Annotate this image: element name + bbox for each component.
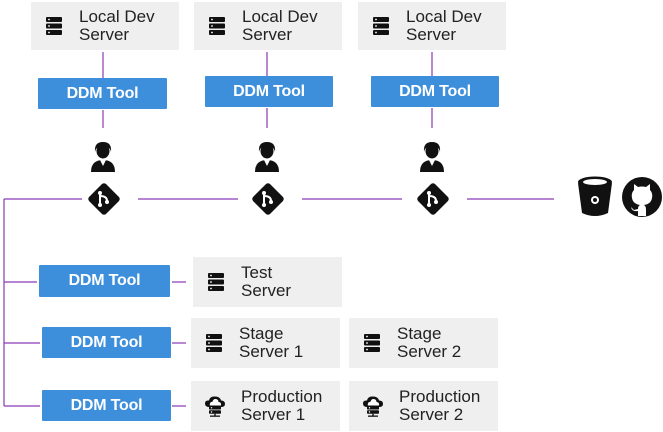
server-label-line1: Test bbox=[241, 263, 273, 282]
server-icon bbox=[373, 17, 389, 35]
server-label-line2: Server 2 bbox=[397, 342, 462, 361]
server-icon bbox=[364, 334, 380, 352]
ddm-tool-dev-1: DDM Tool bbox=[38, 78, 167, 109]
user-icon bbox=[91, 142, 115, 172]
server-icon bbox=[46, 17, 62, 35]
git-icon bbox=[417, 183, 449, 215]
server-label-line2: Server 2 bbox=[399, 405, 464, 424]
ddm-tool-stage: DDM Tool bbox=[42, 327, 171, 358]
user-icon bbox=[420, 142, 444, 172]
ddm-tool-dev-2: DDM Tool bbox=[205, 76, 333, 107]
server-label-line1: Production bbox=[241, 387, 323, 406]
bitbucket-icon bbox=[578, 176, 612, 216]
server-label-line2: Server bbox=[406, 25, 457, 44]
server-label-line2: Server bbox=[242, 25, 293, 44]
server-label-line1: Local Dev bbox=[406, 7, 482, 26]
cloud-server-icon bbox=[205, 396, 225, 417]
server-label-line1: Stage bbox=[239, 324, 284, 343]
github-icon bbox=[622, 177, 662, 217]
ddm-tool-dev-3: DDM Tool bbox=[371, 76, 499, 107]
server-label-line1: Local Dev bbox=[242, 7, 318, 26]
server-label-line1: Local Dev bbox=[79, 7, 155, 26]
server-icon bbox=[208, 273, 224, 291]
server-label-line2: Server 1 bbox=[241, 405, 306, 424]
server-label-line2: Server bbox=[241, 281, 292, 300]
server-label-line2: Server 1 bbox=[239, 342, 304, 361]
server-label-line1: Stage bbox=[397, 324, 442, 343]
cloud-server-icon bbox=[363, 396, 383, 417]
server-icon bbox=[209, 17, 225, 35]
user-icon bbox=[255, 142, 279, 172]
ddm-tool-test: DDM Tool bbox=[39, 265, 170, 297]
ddm-tool-production: DDM Tool bbox=[42, 390, 171, 421]
git-icon bbox=[88, 183, 120, 215]
server-label-line2: Server bbox=[79, 25, 130, 44]
server-label-line1: Production bbox=[399, 387, 481, 406]
git-icon bbox=[252, 183, 284, 215]
server-icon bbox=[206, 334, 222, 352]
